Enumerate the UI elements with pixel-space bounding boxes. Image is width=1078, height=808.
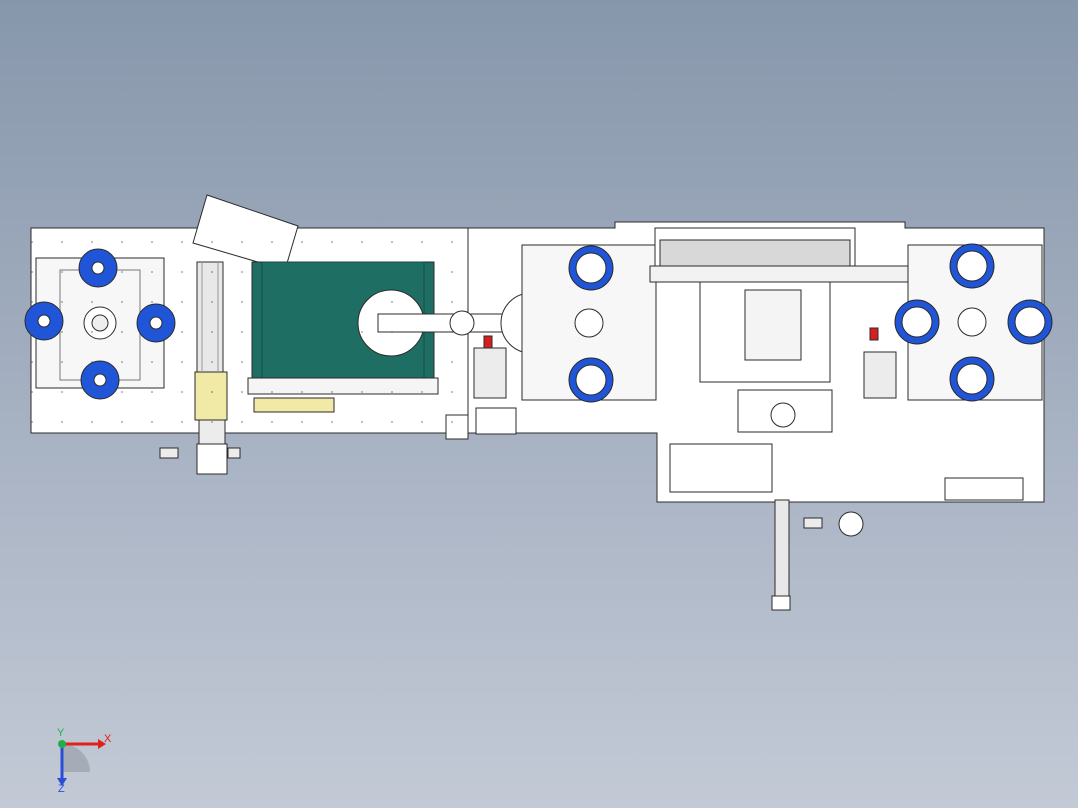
hole-pattern bbox=[31, 228, 468, 433]
hanging-probe bbox=[771, 499, 791, 611]
machine-assembly[interactable] bbox=[24, 194, 1053, 611]
roller-wheel bbox=[568, 357, 614, 403]
coordinate-triad: X Y Z bbox=[57, 727, 112, 795]
red-sensor bbox=[483, 335, 493, 349]
pneumatic-cylinder bbox=[473, 347, 507, 399]
center-mechanism bbox=[669, 281, 833, 493]
z-axis-label: Z bbox=[58, 783, 65, 795]
fitting bbox=[159, 447, 179, 459]
y-axis-dot bbox=[58, 740, 66, 748]
triad-shade bbox=[62, 744, 90, 772]
fitting bbox=[803, 517, 823, 529]
pneumatic-cylinder bbox=[863, 351, 897, 399]
roller-wheel bbox=[1007, 299, 1053, 345]
x-axis-label: X bbox=[104, 733, 112, 745]
roller-wheel bbox=[949, 356, 995, 402]
y-axis-label: Y bbox=[57, 727, 65, 739]
roller-wheel bbox=[949, 243, 995, 289]
x-axis-arrowhead bbox=[98, 739, 106, 749]
red-sensor bbox=[869, 327, 879, 341]
top-rail-assembly bbox=[649, 227, 919, 283]
z-axis-arrowhead bbox=[57, 778, 67, 786]
terminal-block bbox=[944, 477, 1024, 501]
roller-wheel bbox=[568, 245, 614, 291]
mount-bracket bbox=[475, 407, 517, 435]
roller-wheel bbox=[894, 299, 940, 345]
fitting bbox=[227, 447, 241, 459]
fitting bbox=[838, 511, 864, 537]
